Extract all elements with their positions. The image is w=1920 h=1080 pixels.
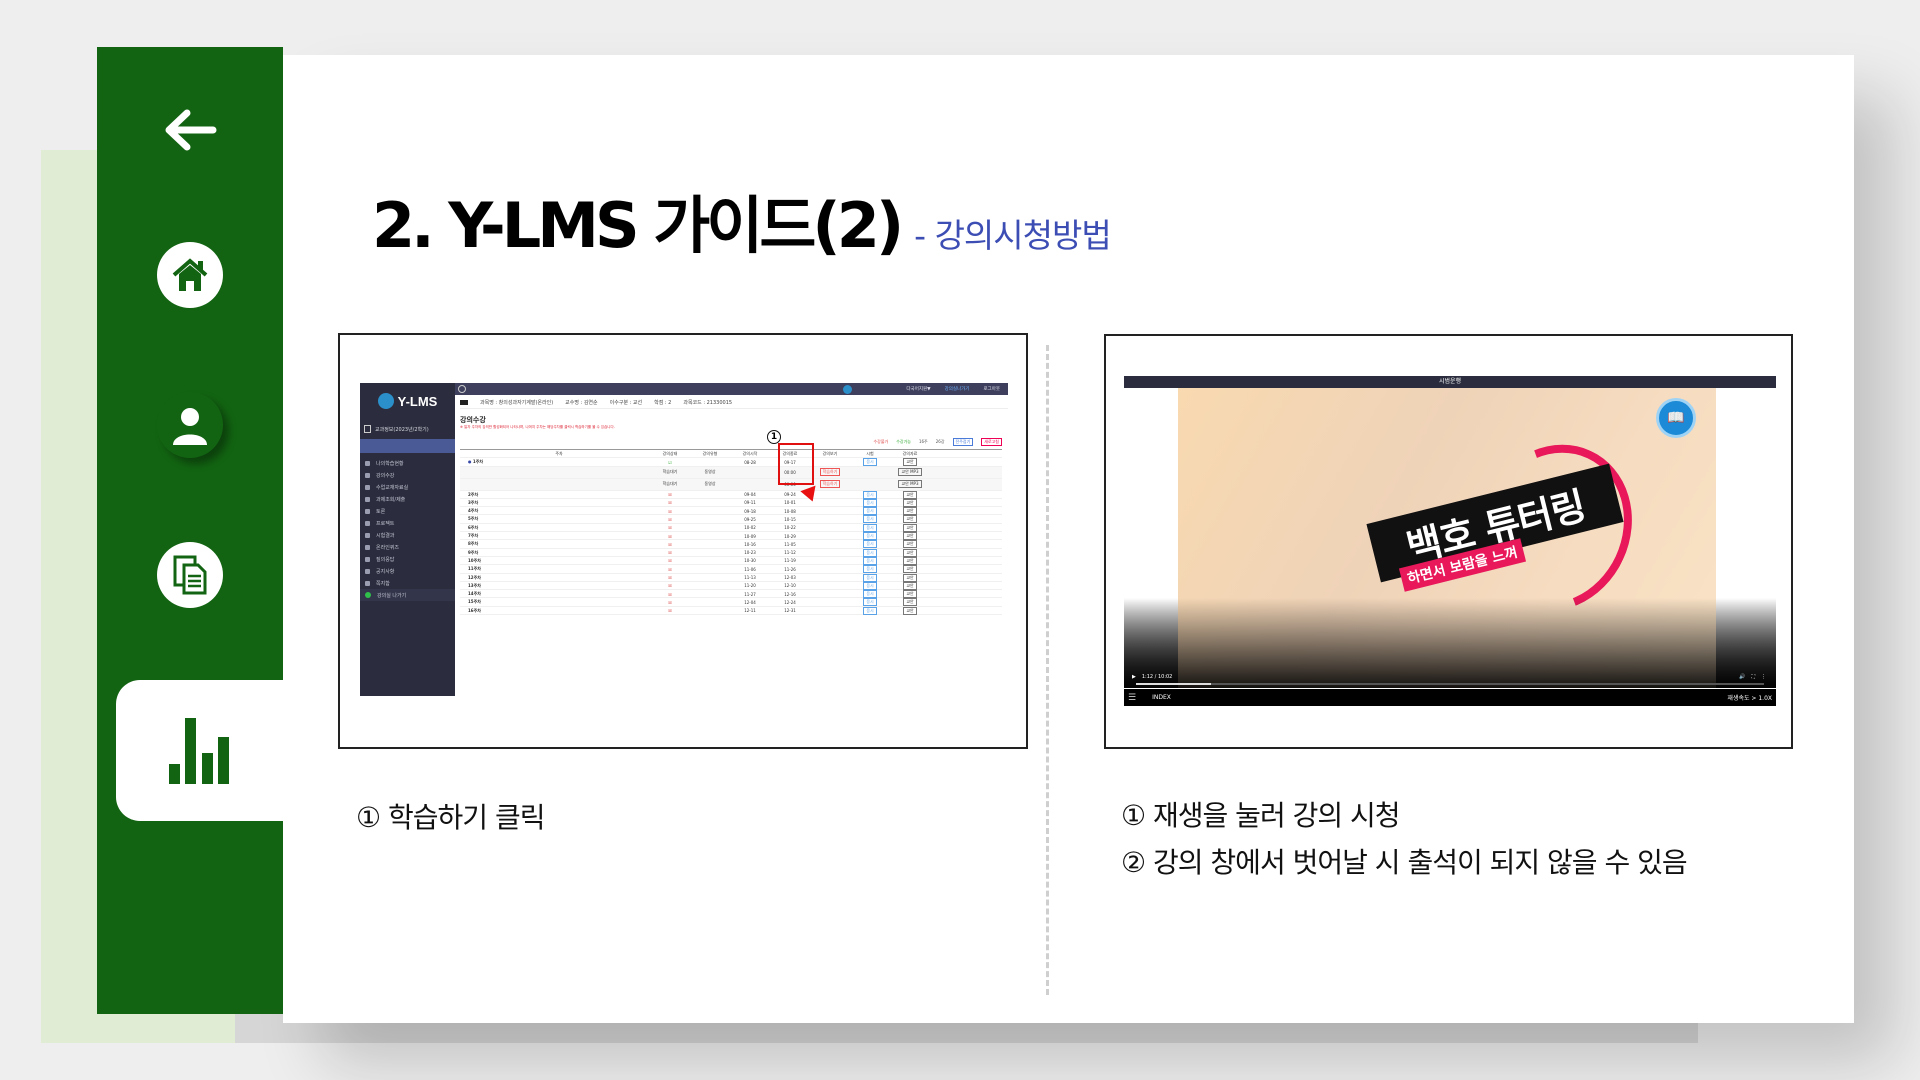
lms-menu-item: 질의응답: [360, 553, 455, 565]
lms-menu-item: 공지사항: [360, 565, 455, 577]
fullscreen-icon[interactable]: ⛶: [1751, 674, 1755, 680]
speed-button[interactable]: 재생속도 > 1.0X: [1727, 695, 1772, 702]
table-subrow: 학습대기 동영상 00:00 학습하기 교안 MP3: [460, 478, 1002, 491]
lms-sidebar-highlight: [360, 439, 455, 453]
player-title: 시범운행: [1124, 376, 1776, 388]
page-header: 2. Y-LMS 가이드(2) - 강의시청방법: [372, 175, 1112, 265]
video-player: 시범운행 📖 백호 튜터링 하면서 보람을 느껴 ▶ 1:12 / 10:02 …: [1124, 376, 1776, 706]
home-icon: [172, 258, 208, 291]
menu-icon[interactable]: ☰: [1128, 692, 1137, 703]
arrow-left-icon: [165, 109, 217, 151]
graduation-cap-icon: [460, 400, 468, 405]
play-icon[interactable]: ▶: [1132, 674, 1136, 680]
circle-back-icon: [458, 385, 466, 393]
caption-right-2: ② 강의 창에서 벗어날 시 출석이 되지 않을 수 있음: [1121, 846, 1688, 879]
video-screenshot-frame: 시범운행 📖 백호 튜터링 하면서 보람을 느껴 ▶ 1:12 / 10:02 …: [1104, 334, 1793, 749]
lms-course-info: 과목명 : 창의성과자기계발(온라인) 교수명 : 김연순 이수구분 : 교선 …: [460, 397, 1008, 409]
lms-menu-item: 수업교재자료실: [360, 481, 455, 493]
lms-sidebar: Y-LMS 교과정보(2023년/2학기) 나의학습현황 강의수강 수업교재자료…: [360, 383, 455, 696]
study-button[interactable]: 학습하기: [819, 468, 841, 477]
profile-button[interactable]: [97, 385, 283, 465]
documents-button[interactable]: [97, 535, 283, 615]
bar-chart-icon: [168, 717, 229, 784]
lms-section-title: 강의수강: [460, 416, 486, 424]
lms-logo: Y-LMS: [360, 383, 455, 419]
volume-icon[interactable]: 🔊: [1739, 674, 1746, 680]
player-controls: ▶ 1:12 / 10:02 🔊 ⛶ ⋮: [1132, 674, 1766, 680]
lms-logo-icon: [377, 393, 394, 409]
lms-menu-item: 온라인퀴즈: [360, 541, 455, 553]
lms-legend: 수강불가 수강가능 16주 26강 전주접기 새로고침: [874, 438, 1002, 446]
dashed-divider: [1046, 345, 1049, 995]
lms-menu-item: 프로젝트: [360, 517, 455, 529]
table-subrow: 학습대기 동영상 00:00 학습하기 교안 MP3: [460, 466, 1002, 479]
lms-top-logo-icon: [843, 384, 853, 394]
lms-notice: ※ 일자 주차의 강의만 활성화되어 나타나며, 나머지 주차는 해당주차를 클…: [460, 425, 615, 429]
lms-screenshot: Y-LMS 교과정보(2023년/2학기) 나의학습현황 강의수강 수업교재자료…: [360, 383, 1008, 696]
lms-menu-item: 쪽지함: [360, 577, 455, 589]
lms-menu-item: 과제조회/제출: [360, 493, 455, 505]
table-header: 주차 강의상태 강의유형 강의시작 강의종료 강의보기 시험 강의자료: [460, 450, 1002, 459]
lms-course-selector: 교과정보(2023년/2학기): [360, 419, 455, 439]
video-area[interactable]: 📖 백호 튜터링 하면서 보람을 느껴 ▶ 1:12 / 10:02 🔊 ⛶ ⋮: [1124, 388, 1776, 688]
lms-menu-item: 시험결과: [360, 529, 455, 541]
caption-right-1: ① 재생을 눌러 강의 시청: [1121, 799, 1401, 832]
lms-menu-item: 나의학습현황: [360, 457, 455, 469]
index-button[interactable]: INDEX: [1152, 694, 1171, 701]
lms-lecture-table: 주차 강의상태 강의유형 강의시작 강의종료 강의보기 시험 강의자료 ● 1주…: [460, 449, 1002, 616]
lms-menu-item: 토론: [360, 505, 455, 517]
lms-menu-item: 강의수강: [360, 469, 455, 481]
page-title: 2. Y-LMS 가이드(2): [372, 189, 904, 262]
highlight-box: [778, 443, 814, 485]
lms-menu-exit: 강의실 나가기: [360, 589, 455, 601]
lms-screenshot-frame: Y-LMS 교과정보(2023년/2학기) 나의학습현황 강의수강 수업교재자료…: [338, 333, 1028, 749]
caption-left: ① 학습하기 클릭: [356, 801, 545, 834]
chart-button[interactable]: [116, 680, 283, 821]
book-badge-icon: 📖: [1656, 398, 1696, 438]
book-icon: [364, 425, 371, 433]
user-icon: [173, 408, 207, 445]
nav-rail: [97, 47, 283, 1014]
documents-icon: [173, 555, 207, 595]
home-button[interactable]: [97, 235, 283, 315]
time-display: 1:12 / 10:02: [1141, 674, 1173, 680]
table-row: ● 1주차 ☑ 08-28 09-17 응시 교안: [460, 458, 1002, 467]
lms-topbar: 다국어지원▼ 강의실나가기 로그아웃: [455, 383, 1008, 395]
page-subtitle: - 강의시청방법: [914, 216, 1112, 255]
back-button[interactable]: [97, 105, 283, 155]
more-options-icon[interactable]: ⋮: [1761, 674, 1766, 680]
player-bottom-bar: ☰ INDEX 재생속도 > 1.0X: [1124, 689, 1776, 706]
callout-number: 1: [767, 430, 781, 444]
video-title-art: 백호 튜터링 하면서 보람을 느껴: [1366, 419, 1659, 637]
progress-bar[interactable]: [1136, 683, 1764, 685]
study-button[interactable]: 학습하기: [819, 480, 841, 489]
lms-sidebar-menu: 나의학습현황 강의수강 수업교재자료실 과제조회/제출 토론 프로젝트 시험결과…: [360, 453, 455, 601]
